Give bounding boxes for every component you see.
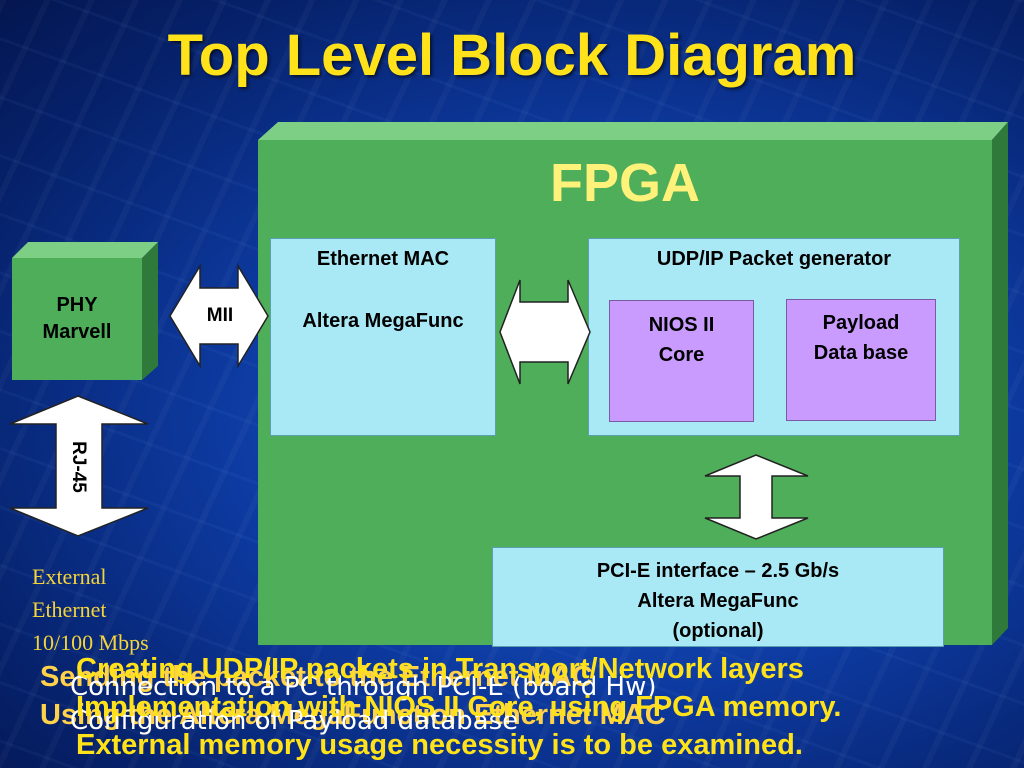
rj45-label: RJ-45 xyxy=(68,441,89,493)
ethernet-mac-subtitle: Altera MegaFunc xyxy=(302,310,464,332)
external-line-2: Ethernet xyxy=(32,597,107,622)
payload-line-2: Data base xyxy=(813,342,909,364)
nios-core-block xyxy=(609,300,754,422)
phy-line-2: Marvell xyxy=(42,321,112,343)
nios-core-label: NIOS II Core xyxy=(609,310,754,370)
external-line-1: External xyxy=(32,564,107,589)
udp-note-line-2: Implementation with NIOS II Core, using … xyxy=(76,691,842,723)
phy-block xyxy=(12,258,142,380)
pcie-line-1: PCI-E interface – 2.5 Gb/s xyxy=(596,560,840,582)
bottom-annotation-area: Sending the packet to the Ethernet MAC U… xyxy=(0,650,1024,768)
rj45-double-arrow xyxy=(9,395,149,537)
fpga-label: FPGA xyxy=(549,153,700,213)
pcie-interface-block xyxy=(492,547,944,647)
external-ethernet-label: External Ethernet 10/100 Mbps xyxy=(32,560,149,659)
nios-line-1: NIOS II xyxy=(648,314,715,336)
pcie-interface-label: PCI-E interface – 2.5 Gb/s Altera MegaFu… xyxy=(492,556,944,646)
ethernet-mac-block xyxy=(270,238,496,436)
mii-double-arrow xyxy=(169,263,269,369)
nios-line-2: Core xyxy=(658,344,705,366)
mii-label: MII xyxy=(206,305,234,326)
pcie-line-2: Altera MegaFunc xyxy=(637,590,799,612)
udp-note-line-3: External memory usage necessity is to be… xyxy=(76,729,803,761)
phy-line-1: PHY xyxy=(56,294,98,316)
payload-database-label: Payload Data base xyxy=(786,308,936,368)
udp-ip-generator-title: UDP/IP Packet generator xyxy=(656,248,892,270)
udp-note-line-1: Creating UDP/IP packets in Transport/Net… xyxy=(76,653,804,685)
mac-udp-double-arrow xyxy=(499,279,591,385)
external-line-3: 10/100 Mbps xyxy=(32,630,149,655)
payload-database-block xyxy=(786,299,936,421)
mac-note-line-1: Sending the packet to the Ethernet MAC xyxy=(40,661,593,693)
pcie-note-line-2: Configuration of Payload database xyxy=(70,706,519,736)
phy-label: PHY Marvell xyxy=(12,292,142,346)
slide-title: Top Level Block Diagram xyxy=(167,23,857,88)
udp-pcie-double-arrow xyxy=(704,454,809,540)
payload-line-1: Payload xyxy=(822,312,900,334)
pcie-line-3: (optional) xyxy=(672,620,764,642)
ethernet-mac-title: Ethernet MAC xyxy=(316,248,450,270)
mac-note-line-2: Using the Altera MegaFunction Ethernet M… xyxy=(40,699,666,731)
pcie-note-line-1: Connection to a PC through PCI-E (board … xyxy=(70,672,657,702)
